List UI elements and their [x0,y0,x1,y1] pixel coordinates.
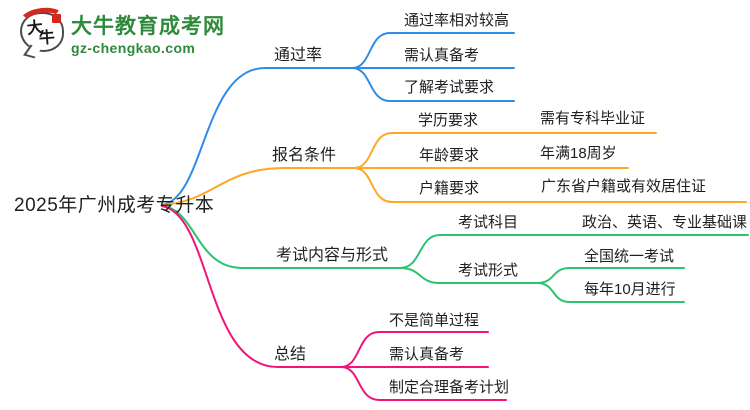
node-exam-format-detail-2[interactable]: 每年10月进行 [584,281,676,298]
node-age-requirement[interactable]: 年龄要求 [419,147,480,164]
node-summary[interactable]: 总结 [274,346,307,363]
edge-green-child1 [399,234,749,269]
node-pass-rate-leaf-3[interactable]: 了解考试要求 [404,79,495,96]
node-summary-leaf-3[interactable]: 制定合理备考计划 [389,379,510,396]
edge-pink-main [161,205,342,368]
node-pass-rate-leaf-1[interactable]: 通过率相对较高 [404,12,510,29]
node-requirements[interactable]: 报名条件 [272,147,337,164]
node-summary-leaf-2[interactable]: 需认真备考 [389,346,465,363]
edge-pink-child1 [340,331,489,368]
edge-blue-child1 [351,32,515,69]
node-exam-subjects[interactable]: 考试科目 [458,214,519,231]
logo-char-2: 牛 [38,29,56,48]
node-pass-rate-leaf-2[interactable]: 需认真备考 [404,47,480,64]
edge-orange-main [161,167,355,206]
node-residence-requirement-detail[interactable]: 广东省户籍或有效居住证 [541,178,707,195]
node-residence-requirement[interactable]: 户籍要求 [419,180,480,197]
edge-orange-child1 [353,132,657,169]
node-exam-content[interactable]: 考试内容与形式 [276,247,389,264]
logo-text-block: 大牛教育成考网 gz-chengkao.com [71,12,225,56]
edge-pink-child3 [340,366,507,401]
node-exam-subjects-detail[interactable]: 政治、英语、专业基础课 [582,214,748,231]
root-node[interactable]: 2025年广州成考专升本 [14,195,215,216]
edge-blue-main [161,67,353,206]
node-age-requirement-detail[interactable]: 年满18周岁 [540,145,617,162]
edge-orange-child3 [353,167,747,203]
node-summary-leaf-1[interactable]: 不是简单过程 [389,312,480,329]
site-logo[interactable]: 大 牛 大牛教育成考网 gz-chengkao.com [17,4,225,59]
edge-blue-child3 [351,67,515,102]
logo-speech-bubble-icon: 大 牛 [17,4,67,59]
edge-green-main [161,205,401,269]
node-education-requirement-detail[interactable]: 需有专科毕业证 [540,110,646,127]
node-exam-format-detail-1[interactable]: 全国统一考试 [584,248,675,265]
site-url: gz-chengkao.com [71,40,196,57]
edge-green-child2 [399,267,538,284]
site-name: 大牛教育成考网 [71,15,225,38]
logo-bubble-tail [23,44,42,59]
node-education-requirement[interactable]: 学历要求 [418,112,479,129]
logo-red-seal-icon [52,14,61,23]
edge-green-grandchild2 [536,282,685,303]
node-exam-format[interactable]: 考试形式 [458,262,519,279]
edge-green-grandchild1 [536,267,685,284]
node-pass-rate[interactable]: 通过率 [274,47,323,64]
